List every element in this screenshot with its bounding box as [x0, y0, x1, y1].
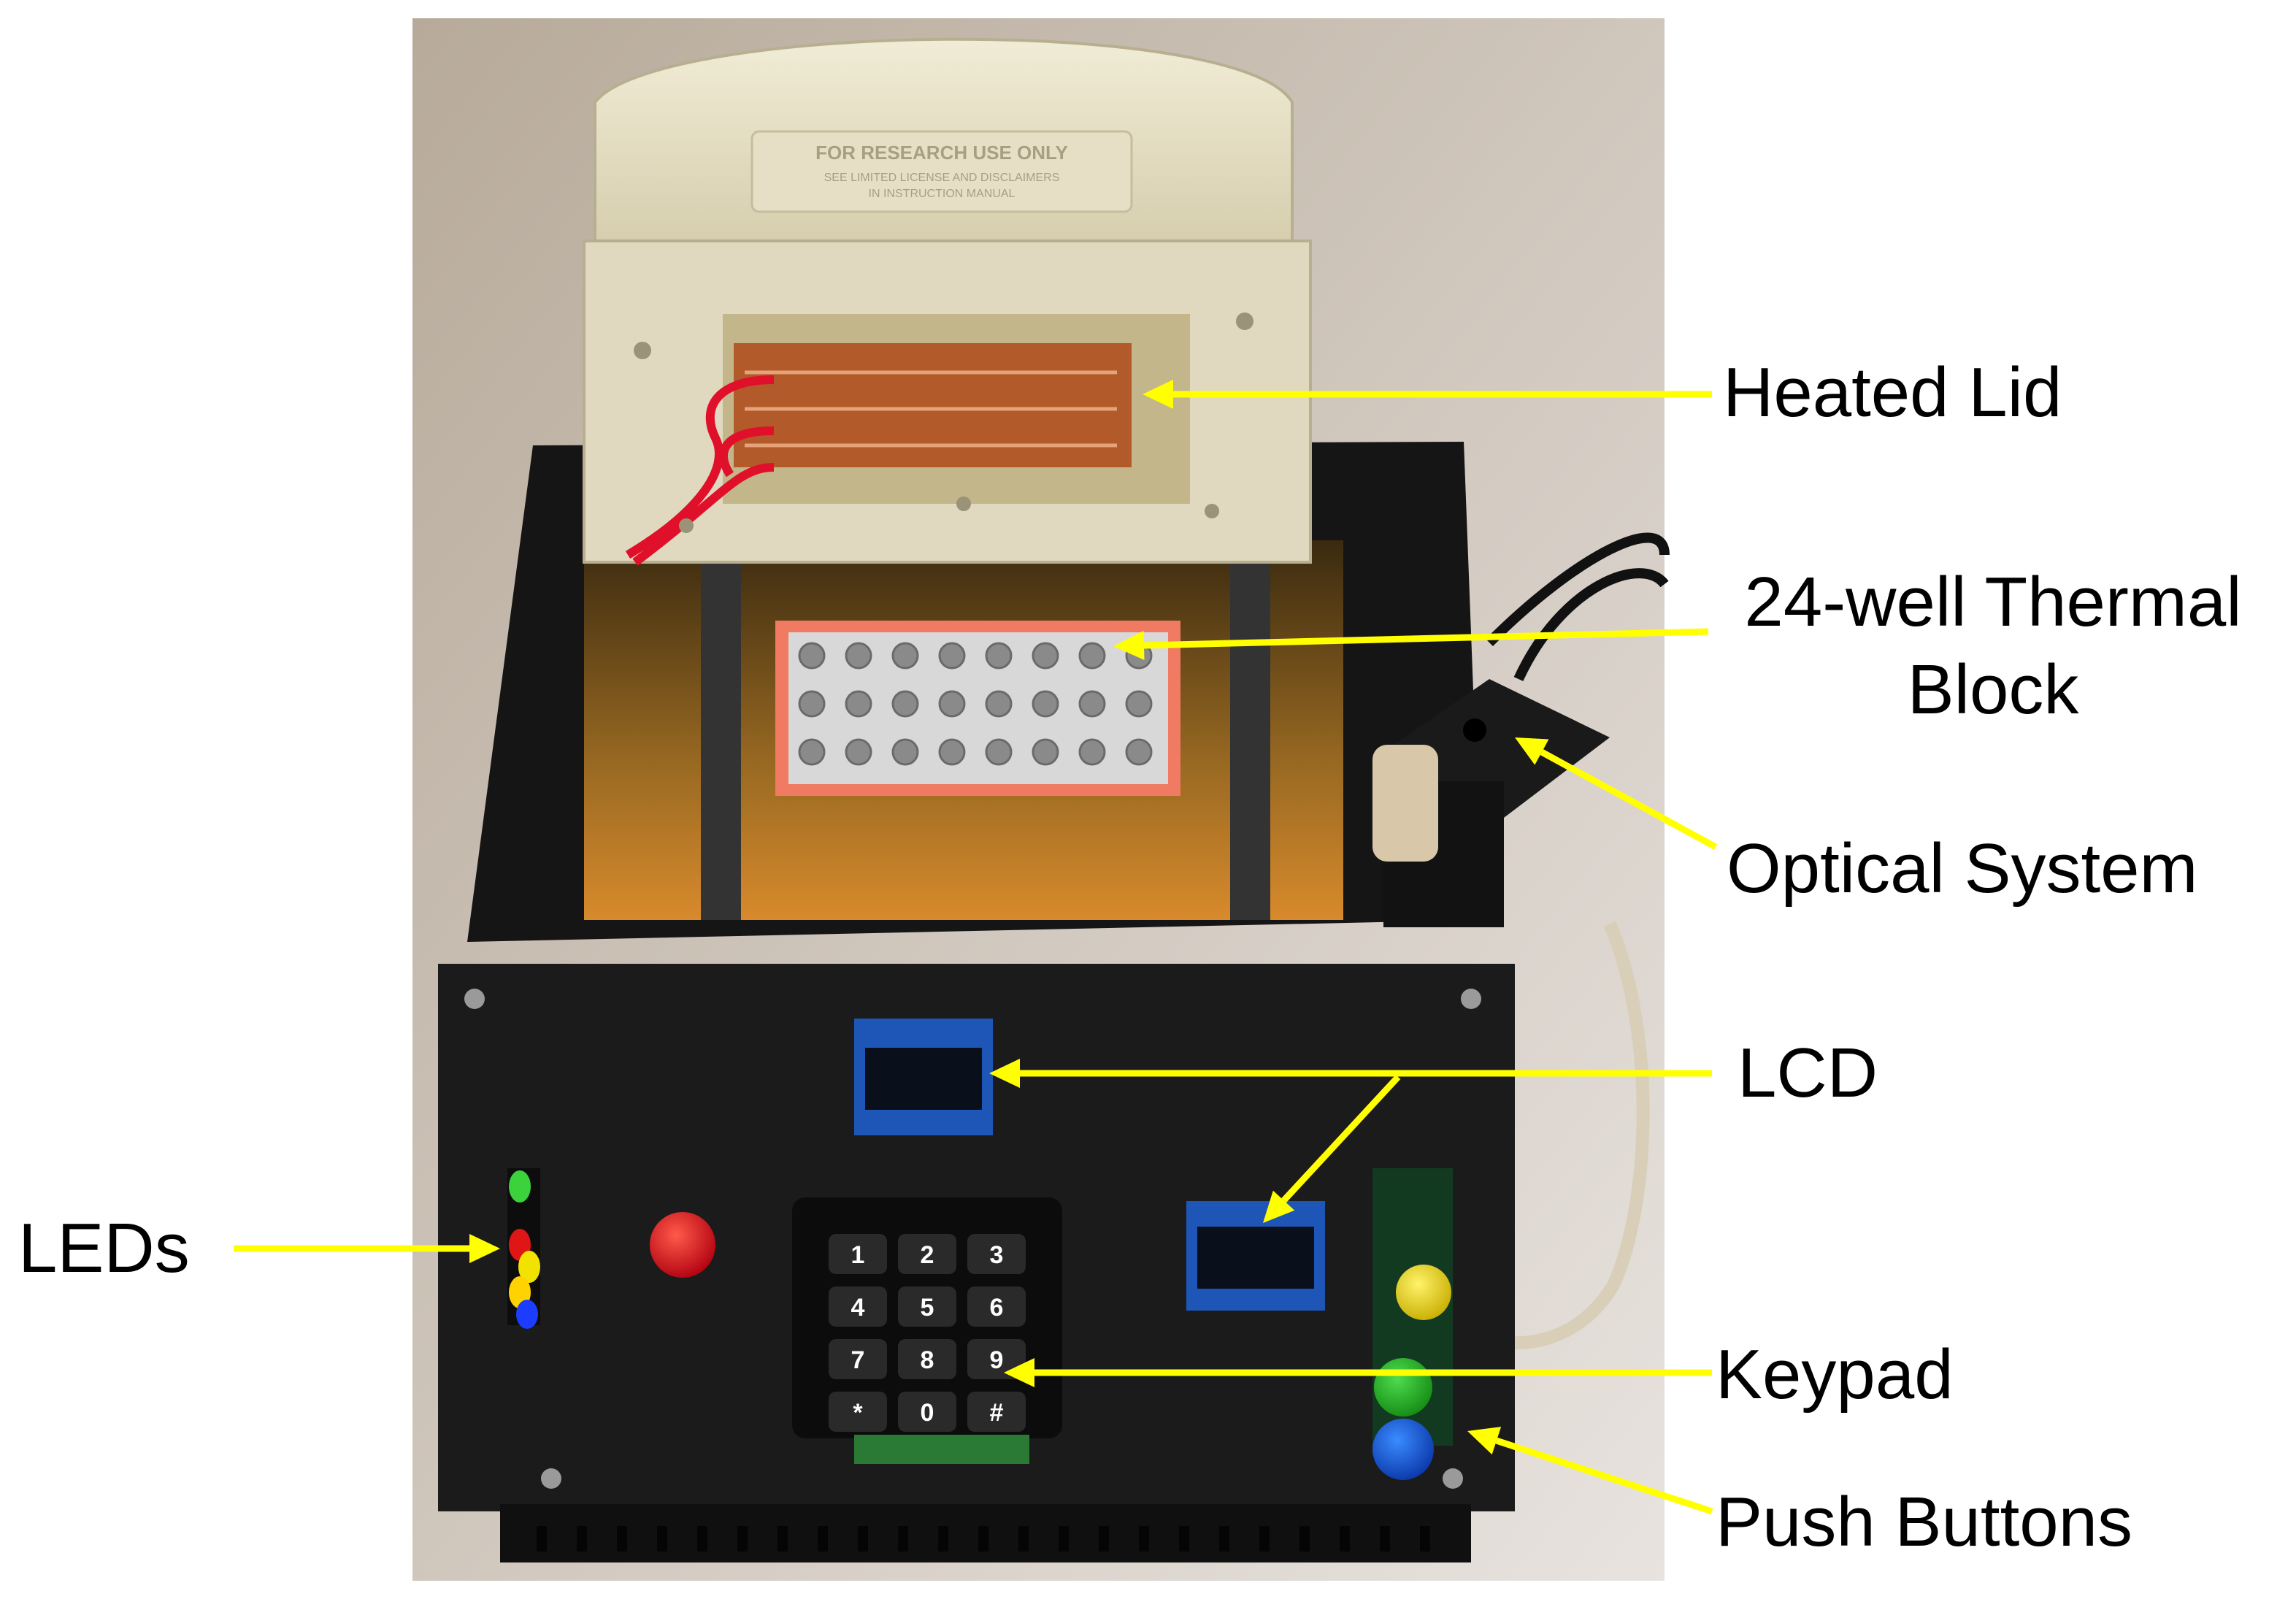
support-bar-right [1230, 540, 1270, 920]
thermal-well [1032, 642, 1059, 670]
lid-label-line1: FOR RESEARCH USE ONLY [815, 142, 1068, 164]
keypad-key-label: 0 [921, 1399, 934, 1427]
label-leds: LEDs [18, 1209, 190, 1287]
keypad-key-label: 1 [851, 1241, 865, 1269]
red-push-button [650, 1212, 715, 1278]
label-lcd: LCD [1738, 1034, 1878, 1112]
keypad-key: 8 [898, 1339, 956, 1379]
keypad-key-label: 2 [921, 1241, 934, 1269]
lcd-top [854, 1019, 993, 1135]
keypad-key-label: 6 [990, 1294, 1004, 1322]
keypad-key-label: # [990, 1399, 1004, 1427]
thermal-block-wells [798, 642, 1153, 766]
cable [1486, 532, 1670, 681]
thermal-well [985, 690, 1013, 718]
vent-slots [537, 1526, 1430, 1552]
lid-label-line2: SEE LIMITED LICENSE AND DISCLAIMERS [824, 172, 1060, 184]
thermal-well [891, 690, 919, 718]
thermal-well [891, 738, 919, 766]
arrow-leds [234, 1234, 500, 1263]
keypad-key: 7 [829, 1339, 887, 1379]
keypad-key: 6 [967, 1287, 1026, 1327]
lid-label-plate [750, 130, 1133, 213]
heater-wires [625, 375, 775, 566]
arrow-thermal-block [1113, 628, 1709, 660]
support-bar-left [701, 555, 741, 920]
optical-system [1372, 679, 1610, 927]
thermal-well [798, 690, 826, 718]
thermal-well [1078, 690, 1106, 718]
leds [507, 1168, 540, 1329]
keypad-key-label: * [853, 1399, 863, 1427]
keypad-key-label: 7 [851, 1346, 865, 1374]
thermal-well [845, 642, 872, 670]
front-panel-screws [464, 989, 1481, 1489]
keypad-keys: 1 2 3 4 5 6 7 8 9 * 0 # [829, 1234, 1026, 1432]
annotation-arrows [234, 380, 1718, 1515]
lid-screws [634, 312, 1253, 533]
keypad-key: 0 [898, 1392, 956, 1432]
thermal-well [938, 642, 966, 670]
heater-element [734, 343, 1132, 467]
thermal-well [1032, 738, 1059, 766]
keypad-key: 1 [829, 1234, 887, 1274]
arrow-heated-lid [1143, 380, 1712, 409]
arrow-lcd-right [1263, 1074, 1401, 1223]
arrow-lcd-top [989, 1059, 1712, 1088]
thermal-well [798, 738, 826, 766]
keypad-key: 4 [829, 1287, 887, 1327]
label-optical-system: Optical System [1727, 829, 2198, 908]
label-thermal-block-line2: Block [1907, 651, 2079, 729]
arrow-keypad [1004, 1358, 1712, 1387]
arrow-optical-system [1515, 737, 1718, 850]
thermal-well [938, 738, 966, 766]
thermal-well [845, 690, 872, 718]
thermal-well [1125, 738, 1153, 766]
keypad-key-label: 9 [990, 1346, 1004, 1374]
label-keypad: Keypad [1716, 1335, 1954, 1414]
label-thermal-block: 24-well Thermal Block [1708, 559, 2278, 734]
label-push-buttons: Push Buttons [1716, 1483, 2133, 1561]
keypad-key-label: 8 [921, 1346, 934, 1374]
thermal-well [891, 642, 919, 670]
keypad-key-label: 3 [990, 1241, 1004, 1269]
keypad-key: 3 [967, 1234, 1026, 1274]
keypad-key: 2 [898, 1234, 956, 1274]
thermal-well [1125, 690, 1153, 718]
thermal-well [798, 642, 826, 670]
keypad-key: # [967, 1392, 1026, 1432]
lcd-right [1186, 1201, 1325, 1311]
keypad-key: * [829, 1392, 887, 1432]
thermal-well [1078, 642, 1106, 670]
thermal-well [938, 690, 966, 718]
keypad-connector [854, 1435, 1029, 1464]
heater-traces [745, 370, 1117, 448]
label-heated-lid: Heated Lid [1723, 353, 2062, 432]
arrow-push-buttons [1467, 1427, 1713, 1515]
thermal-well [985, 642, 1013, 670]
keypad-key-label: 5 [921, 1294, 934, 1322]
thermal-well [985, 738, 1013, 766]
thermal-well [1078, 738, 1106, 766]
thermal-well [1032, 690, 1059, 718]
label-thermal-block-line1: 24-well Thermal [1744, 563, 2242, 641]
push-buttons [1372, 1168, 1453, 1480]
lid-label-line3: IN INSTRUCTION MANUAL [869, 188, 1015, 200]
keypad-key-label: 4 [851, 1294, 865, 1322]
keypad-key: 5 [898, 1287, 956, 1327]
thermal-well [845, 738, 872, 766]
